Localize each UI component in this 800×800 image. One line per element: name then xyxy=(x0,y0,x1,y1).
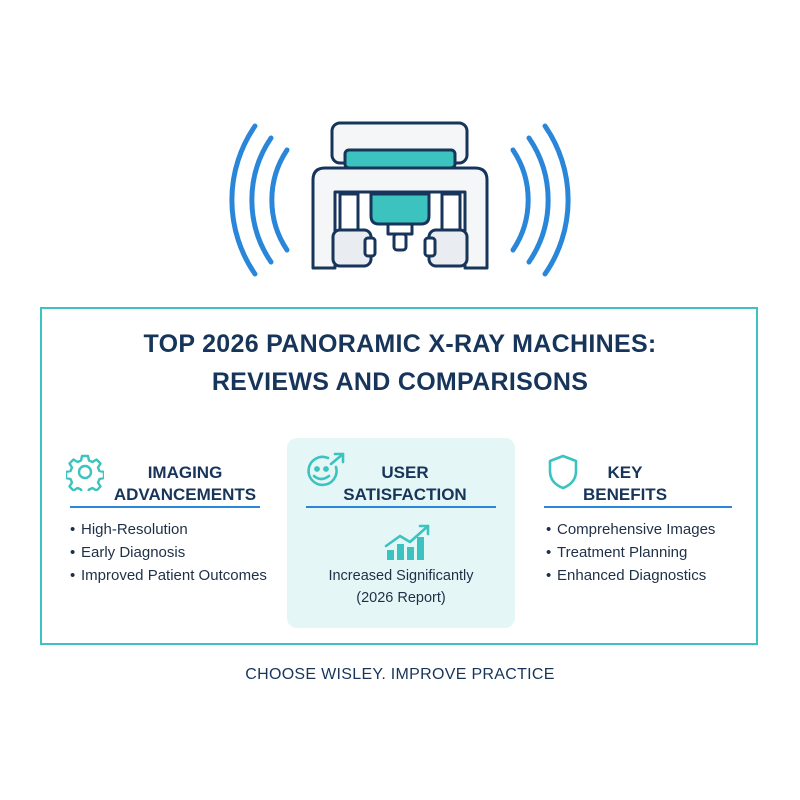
list-item: Early Diagnosis xyxy=(70,541,267,564)
divider xyxy=(544,506,732,508)
signal-waves-icon xyxy=(229,123,571,277)
imaging-advancements-heading: IMAGING ADVANCEMENTS xyxy=(105,462,265,506)
heading-line: IMAGING xyxy=(147,463,223,482)
divider xyxy=(70,506,260,508)
gear-icon xyxy=(66,454,104,491)
shield-icon xyxy=(548,454,578,490)
page-title-line-2: REVIEWS AND COMPARISONS xyxy=(211,368,589,396)
heading-line: USER xyxy=(381,463,429,482)
key-benefits-heading: KEY BENEFITS xyxy=(560,462,690,506)
list-item: High-Resolution xyxy=(70,518,267,541)
heading-line: BENEFITS xyxy=(582,485,668,504)
user-satisfaction-heading: USER SATISFACTION xyxy=(340,462,470,506)
note-line: Increased Significantly xyxy=(328,568,474,584)
list-item: Treatment Planning xyxy=(546,541,715,564)
heading-line: KEY xyxy=(607,463,643,482)
smiley-arrow-icon xyxy=(307,452,345,487)
page-title-line-1: TOP 2026 PANORAMIC X-RAY MACHINES: xyxy=(143,330,657,358)
tagline: CHOOSE WISLEY. IMPROVE PRACTICE xyxy=(245,666,555,683)
panoramic-xray-machine-icon xyxy=(229,121,571,277)
trend-up-icon xyxy=(384,524,430,560)
satisfaction-note: Increased Significantly (2026 Report) xyxy=(287,565,515,609)
list-item: Comprehensive Images xyxy=(546,518,715,541)
heading-line: ADVANCEMENTS xyxy=(113,485,257,504)
imaging-advancements-list: High-Resolution Early Diagnosis Improved… xyxy=(70,518,267,587)
list-item: Improved Patient Outcomes xyxy=(70,564,267,587)
heading-line: SATISFACTION xyxy=(343,485,467,504)
key-benefits-list: Comprehensive Images Treatment Planning … xyxy=(546,518,715,587)
note-line: (2026 Report) xyxy=(356,590,446,606)
divider xyxy=(306,506,496,508)
list-item: Enhanced Diagnostics xyxy=(546,564,715,587)
